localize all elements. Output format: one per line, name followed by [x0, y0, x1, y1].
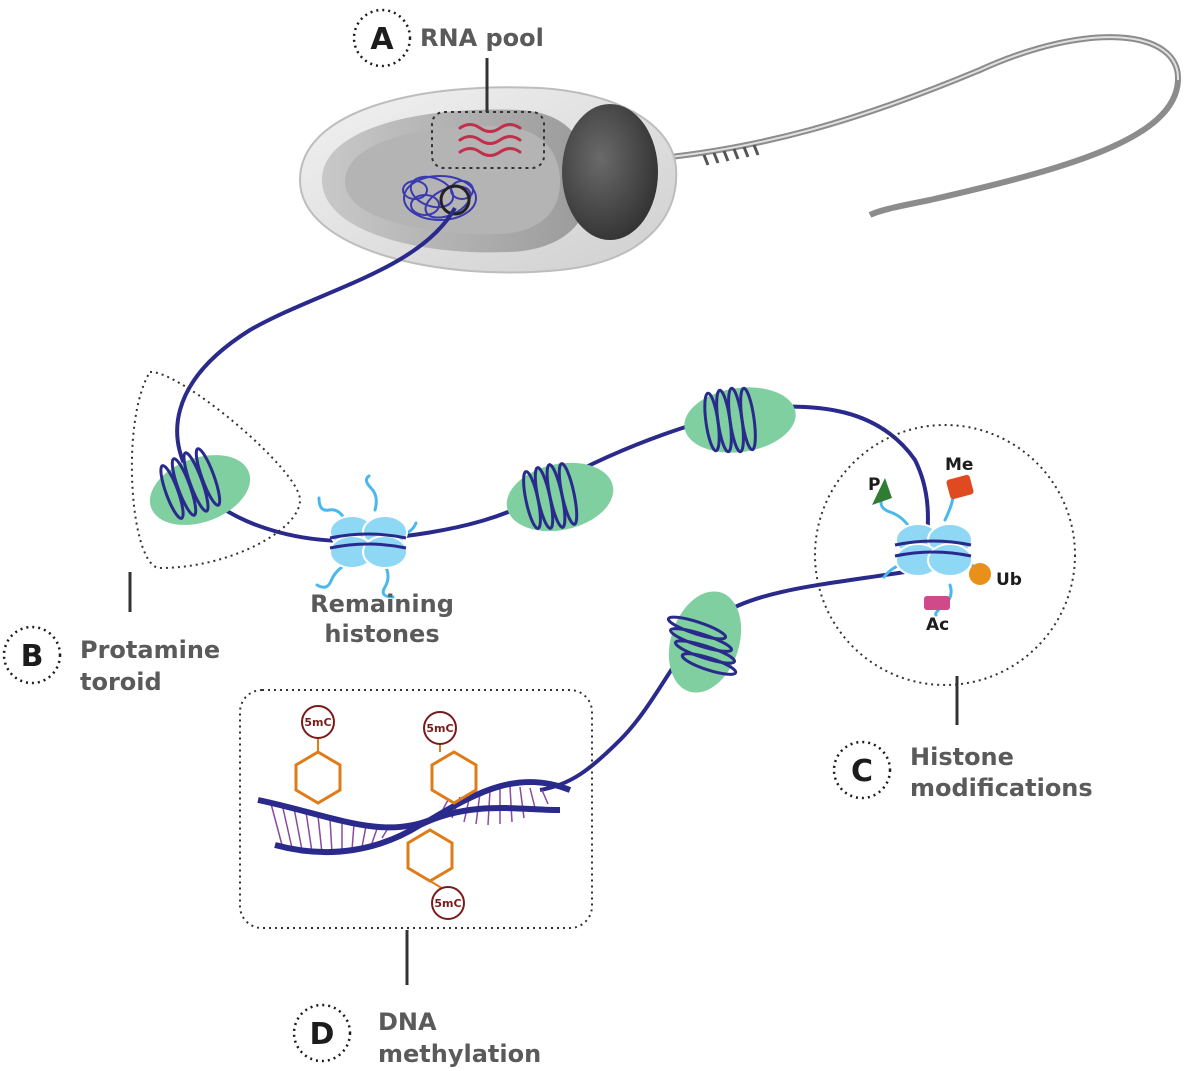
remaining-histone — [315, 474, 418, 599]
label-d-letter: D — [310, 1017, 335, 1052]
rna-wave-icon — [458, 123, 522, 157]
methyl-mark-label: 5mC — [304, 716, 331, 729]
methyl-group-2: 5mC — [423, 711, 478, 805]
label-c-line2: modifications — [910, 774, 1093, 802]
label-a-text: RNA pool — [420, 24, 544, 52]
label-b-line1: Protamine — [80, 636, 220, 664]
sperm-tail-highlight — [639, 36, 1180, 161]
label-remaining-histones: Remaining histones — [310, 590, 454, 648]
leader-lines — [128, 58, 959, 985]
protamine-toroid-4 — [666, 591, 742, 693]
mod-ac-label: Ac — [926, 615, 949, 635]
mod-me-label: Me — [945, 455, 973, 475]
dna-double-helix — [257, 779, 572, 856]
label-c: C Histone modifications — [832, 740, 1093, 802]
sperm-cell — [298, 34, 1182, 274]
mod-p-icon — [872, 478, 892, 505]
midpiece-stripes — [702, 144, 760, 166]
methyl-mark-label: 5mC — [426, 722, 453, 735]
label-b: B Protamine toroid — [2, 625, 220, 696]
dna-methylation-box — [239, 689, 593, 929]
dna-fiber — [175, 207, 930, 561]
label-c-line1: Histone — [910, 743, 1014, 771]
histone-modifications-highlight — [814, 424, 1076, 686]
mod-ub-label: Ub — [996, 570, 1022, 590]
label-a: A RNA pool — [352, 8, 544, 68]
label-d-line2: methylation — [378, 1040, 541, 1068]
sperm-acrosome-dark — [562, 104, 658, 240]
label-a-letter: A — [370, 22, 394, 57]
remaining-line1: Remaining — [310, 590, 454, 618]
label-d: D DNA methylation — [292, 1003, 541, 1068]
methyl-group-1: 5mC — [294, 705, 342, 805]
label-b-line2: toroid — [80, 668, 162, 696]
mod-p-label: P — [868, 475, 880, 495]
sperm-nucleus-inner — [345, 125, 560, 235]
label-d-line1: DNA — [378, 1008, 437, 1036]
methyl-mark-label: 5mC — [434, 897, 461, 910]
protamine-toroid-2 — [506, 462, 614, 532]
protamine-toroid-1 — [149, 447, 251, 525]
label-c-letter: C — [851, 754, 873, 789]
mod-me-icon — [946, 474, 974, 500]
mod-ub-icon — [969, 563, 991, 585]
sperm-tail — [639, 34, 1182, 218]
protamine-toroid-3 — [684, 386, 796, 454]
methyl-group-3: 5mC — [406, 828, 465, 920]
mod-ac-icon — [924, 596, 950, 610]
label-b-letter: B — [21, 639, 44, 674]
modified-histone: P Me Ub Ac — [868, 455, 1022, 635]
remaining-line2: histones — [324, 620, 439, 648]
